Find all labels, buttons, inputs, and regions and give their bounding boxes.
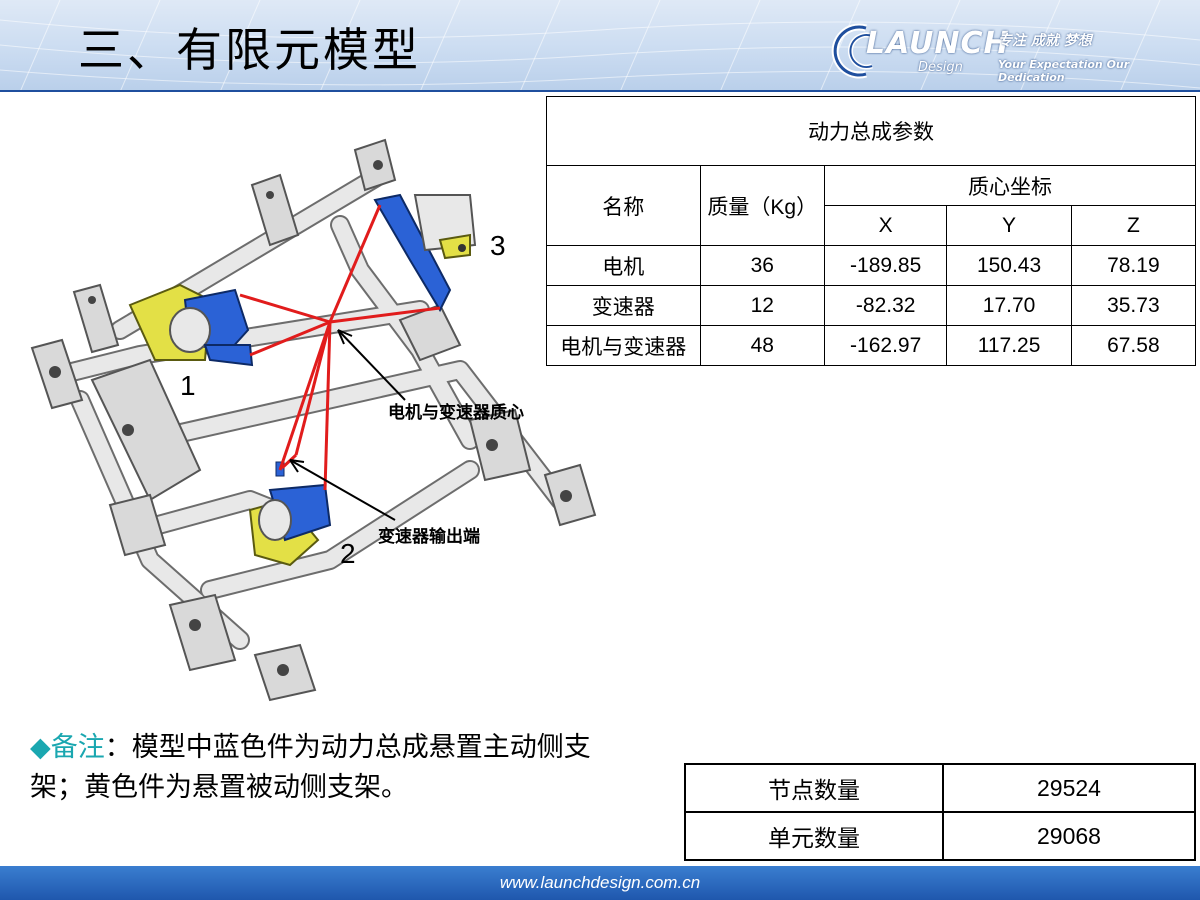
remark-text: ：模型中蓝色件为动力总成悬置主动侧支架；黄色件为悬置被动侧支架。 bbox=[30, 732, 591, 803]
cell-name: 电机 bbox=[546, 245, 701, 286]
cell-name: 变速器 bbox=[546, 285, 701, 326]
cell-count-value: 29068 bbox=[942, 811, 1196, 861]
page-title: 三、有限元模型 bbox=[78, 23, 421, 77]
mount-3 bbox=[373, 193, 477, 313]
header-grid-decoration bbox=[0, 0, 1200, 92]
cell-z: 35.73 bbox=[1070, 285, 1197, 326]
col-header-z: Z bbox=[1070, 205, 1197, 246]
col-header-y: Y bbox=[946, 205, 1072, 246]
slide-header: 三、有限元模型 LAUNCH Design 专注 成就 梦想 Your Expe… bbox=[0, 0, 1200, 92]
table-row: 节点数量 29524 bbox=[684, 763, 1196, 813]
table-row: 电机 36 -189.85 150.43 78.19 bbox=[546, 245, 1197, 286]
launch-logo: LAUNCH Design 专注 成就 梦想 Your Expectation … bbox=[826, 22, 1186, 84]
bracket-holes bbox=[49, 160, 572, 676]
mesh-count-table: 节点数量 29524 单元数量 29068 bbox=[684, 763, 1196, 861]
logo-slogan-en: Your Expectation Our Dedication bbox=[998, 58, 1130, 84]
cell-z: 78.19 bbox=[1070, 245, 1197, 286]
frame-brackets bbox=[30, 138, 597, 702]
mount-label-3: 3 bbox=[490, 230, 506, 261]
fe-model-figure: 1 2 3 电机与变速器质心 变速器输出端 bbox=[30, 138, 597, 702]
output-end-callout: 变速器输出端 bbox=[378, 526, 480, 547]
cell-count-label: 节点数量 bbox=[684, 763, 944, 813]
centroid-callout: 电机与变速器质心 bbox=[388, 402, 524, 423]
mount-label-1: 1 bbox=[180, 370, 196, 401]
table-row: 单元数量 29068 bbox=[684, 811, 1196, 861]
mount-label-2: 2 bbox=[340, 538, 356, 569]
remark-note: ◆备注：模型中蓝色件为动力总成悬置主动侧支架；黄色件为悬置被动侧支架。 bbox=[30, 728, 630, 808]
cell-y: 17.70 bbox=[946, 285, 1072, 326]
cell-count-label: 单元数量 bbox=[684, 811, 944, 861]
powertrain-params-table: 动力总成参数 名称 质量（Kg） 质心坐标 X Y Z 电机 36 -189.8… bbox=[546, 96, 1197, 366]
cell-count-value: 29524 bbox=[942, 763, 1196, 813]
diamond-bullet-icon: ◆ bbox=[30, 732, 51, 763]
cell-x: -82.32 bbox=[823, 285, 948, 326]
logo-slogan-cn: 专注 成就 梦想 bbox=[998, 33, 1092, 49]
remark-label: 备注 bbox=[50, 732, 105, 763]
cell-y: 150.43 bbox=[946, 245, 1072, 286]
cell-z: 67.58 bbox=[1070, 325, 1197, 366]
cell-mass: 36 bbox=[699, 245, 825, 286]
cell-x: -189.85 bbox=[823, 245, 948, 286]
footer-url: www.launchdesign.com.cn bbox=[499, 873, 701, 892]
col-header-mass: 质量（Kg） bbox=[699, 165, 825, 246]
logo-subtitle: Design bbox=[918, 60, 963, 75]
logo-swoosh-icon bbox=[831, 23, 873, 79]
mount-2 bbox=[248, 461, 332, 567]
col-header-x: X bbox=[823, 205, 948, 246]
cell-y: 117.25 bbox=[946, 325, 1072, 366]
col-header-name: 名称 bbox=[546, 165, 701, 246]
cell-mass: 48 bbox=[699, 325, 825, 366]
table-row: 变速器 12 -82.32 17.70 35.73 bbox=[546, 285, 1197, 326]
slide-footer: www.launchdesign.com.cn bbox=[0, 866, 1200, 900]
cell-x: -162.97 bbox=[823, 325, 948, 366]
header-divider bbox=[0, 90, 1200, 92]
cell-name: 电机与变速器 bbox=[546, 325, 701, 366]
col-header-centroid: 质心坐标 bbox=[823, 165, 1197, 206]
params-table-title: 动力总成参数 bbox=[546, 96, 1196, 166]
mount-1 bbox=[128, 283, 254, 367]
callout-arrows bbox=[289, 329, 406, 521]
logo-wordmark: LAUNCH bbox=[866, 26, 1010, 61]
cell-mass: 12 bbox=[699, 285, 825, 326]
rbe-connection-lines bbox=[239, 204, 441, 491]
table-row: 电机与变速器 48 -162.97 117.25 67.58 bbox=[546, 325, 1197, 366]
